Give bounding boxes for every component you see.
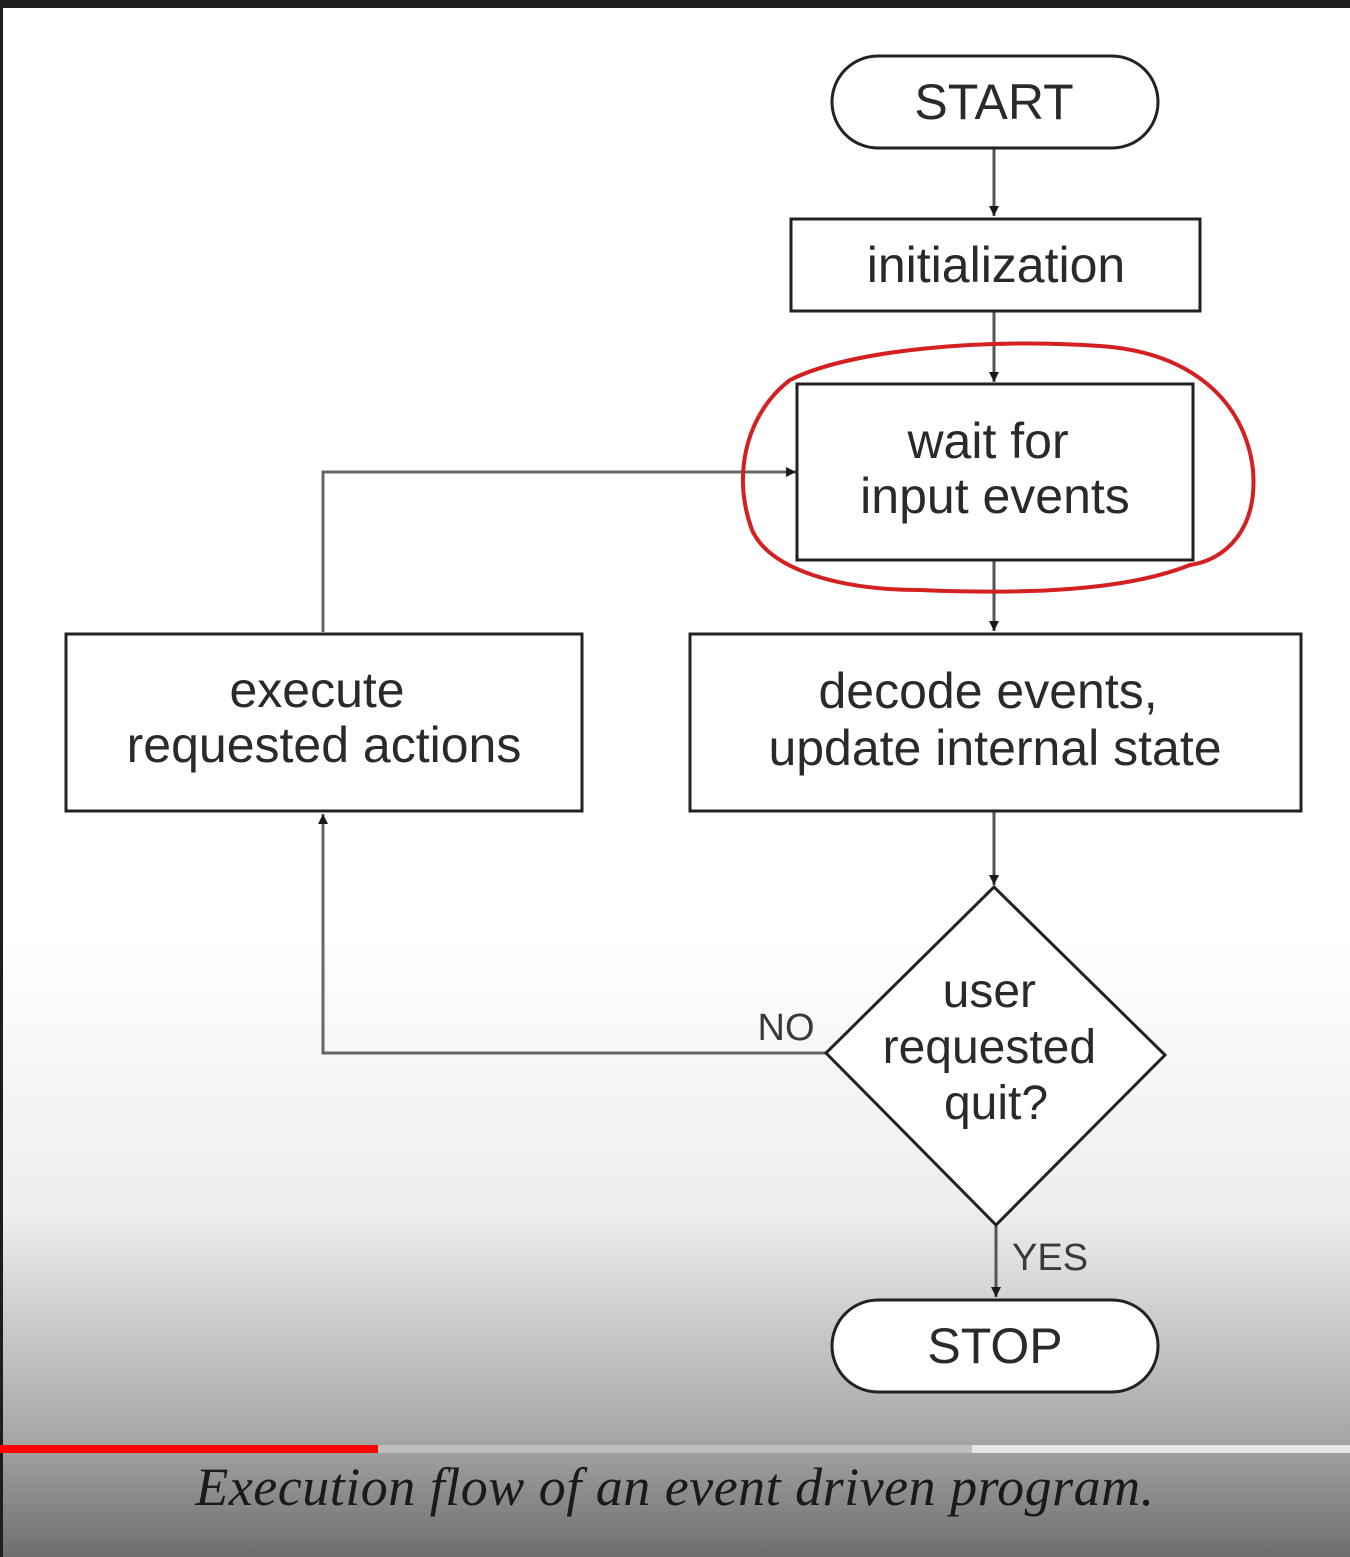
node-initialization: initialization [789, 217, 1202, 313]
node-label: decode events, update internal state [768, 663, 1221, 776]
node-label-line: input events [860, 468, 1130, 524]
node-stop: STOP [830, 1298, 1160, 1394]
node-label-line: user [943, 965, 1036, 1018]
terminal-shape [830, 54, 1160, 150]
node-label-line: decode events, [818, 663, 1157, 719]
process-shape [688, 632, 1303, 813]
node-label-line: START [914, 74, 1073, 130]
node-label: initialization [867, 237, 1125, 293]
node-wait-for-input-events: wait for input events [795, 382, 1195, 562]
progress-played [0, 1445, 378, 1453]
node-label-line: quit? [944, 1077, 1048, 1130]
node-user-requested-quit: user requested quit? [823, 884, 1168, 1228]
terminal-shape [830, 1298, 1160, 1394]
node-label: wait for input events [860, 413, 1130, 524]
node-label: user requested quit? [883, 965, 1110, 1130]
node-label-line: wait for [906, 413, 1068, 469]
node-label-line: initialization [867, 237, 1125, 293]
node-label-line: STOP [927, 1318, 1062, 1374]
edge-decision-to-execute [318, 814, 826, 1055]
node-start: START [830, 54, 1160, 150]
node-label-line: execute [229, 662, 404, 718]
edge-label-no: NO [758, 1007, 815, 1049]
node-label-line: requested actions [127, 717, 522, 773]
node-label-line: update internal state [768, 720, 1221, 776]
node-label-line: requested [883, 1021, 1097, 1074]
node-label: START [914, 74, 1073, 130]
node-decode-events: decode events, update internal state [688, 632, 1303, 813]
edge-label-yes: YES [1012, 1237, 1088, 1279]
process-shape [64, 632, 584, 813]
node-label: STOP [927, 1318, 1062, 1374]
node-label: execute requested actions [127, 662, 522, 773]
process-shape [789, 217, 1202, 313]
process-shape [795, 382, 1195, 562]
node-execute-requested-actions: execute requested actions [64, 632, 584, 813]
figure-caption: Execution flow of an event driven progra… [195, 1457, 1155, 1517]
highlight-ellipse [740, 341, 1256, 594]
decision-shape [823, 884, 1168, 1228]
progress-buffered [0, 1445, 972, 1453]
edge-execute-to-wait [321, 467, 796, 632]
video-progress-bar[interactable] [0, 1445, 1350, 1453]
